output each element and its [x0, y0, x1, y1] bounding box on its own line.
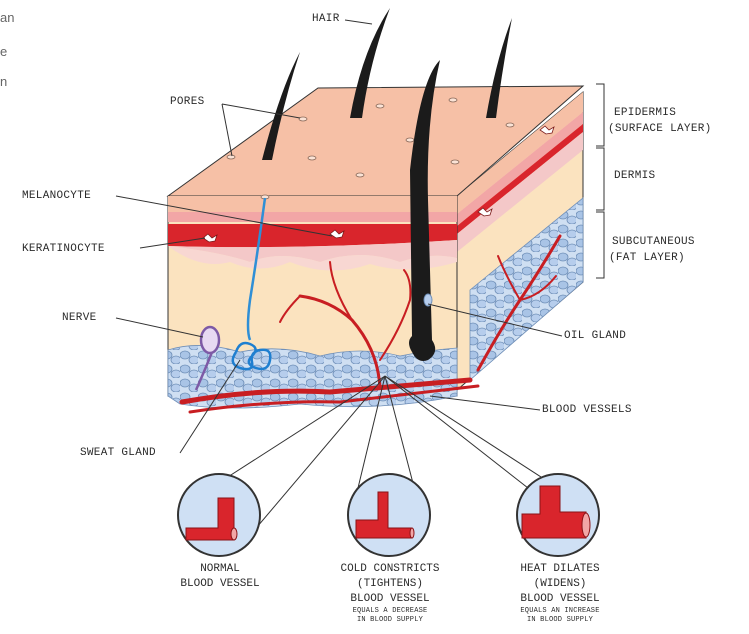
caption-heat-line3: BLOOD VESSEL [480, 592, 640, 607]
caption-cold-line3: BLOOD VESSEL [310, 592, 470, 607]
label-epidermis: EPIDERMIS [614, 107, 676, 119]
caption-heat-vessel: HEAT DILATES (WIDENS) BLOOD VESSEL EQUAL… [480, 562, 640, 625]
normal-vessel-circle [178, 474, 260, 556]
caption-heat-line5: IN BLOOD SUPPLY [480, 616, 640, 625]
caption-cold-line5: IN BLOOD SUPPLY [310, 616, 470, 625]
caption-heat-line2: (WIDENS) [480, 577, 640, 592]
label-dermis: DERMIS [614, 170, 655, 182]
label-pores: PORES [170, 96, 205, 108]
label-oil-gland: OIL GLAND [564, 330, 626, 342]
caption-cold-line4: EQUALS A DECREASE [310, 607, 470, 616]
label-keratinocyte: KERATINOCYTE [22, 243, 105, 255]
label-subcutaneous: SUBCUTANEOUS [612, 236, 695, 248]
label-hair: HAIR [312, 13, 340, 25]
label-melanocyte: MELANOCYTE [22, 190, 91, 202]
caption-heat-line4: EQUALS AN INCREASE [480, 607, 640, 616]
heat-vessel-circle [517, 474, 599, 556]
caption-cold-line2: (TIGHTENS) [310, 577, 470, 592]
cold-vessel-circle [348, 474, 430, 556]
caption-normal-vessel: NORMAL BLOOD VESSEL [150, 562, 290, 592]
label-blood-vessels: BLOOD VESSELS [542, 404, 632, 416]
caption-heat-line1: HEAT DILATES [480, 562, 640, 577]
caption-normal-line2: BLOOD VESSEL [150, 577, 290, 592]
label-sweat-gland: SWEAT GLAND [80, 447, 156, 459]
label-epidermis-sub: (SURFACE LAYER) [608, 123, 712, 135]
caption-cold-vessel: COLD CONSTRICTS (TIGHTENS) BLOOD VESSEL … [310, 562, 470, 625]
caption-cold-line1: COLD CONSTRICTS [310, 562, 470, 577]
label-nerve: NERVE [62, 312, 97, 324]
label-subcutaneous-sub: (FAT LAYER) [609, 252, 685, 264]
caption-normal-line1: NORMAL [150, 562, 290, 577]
